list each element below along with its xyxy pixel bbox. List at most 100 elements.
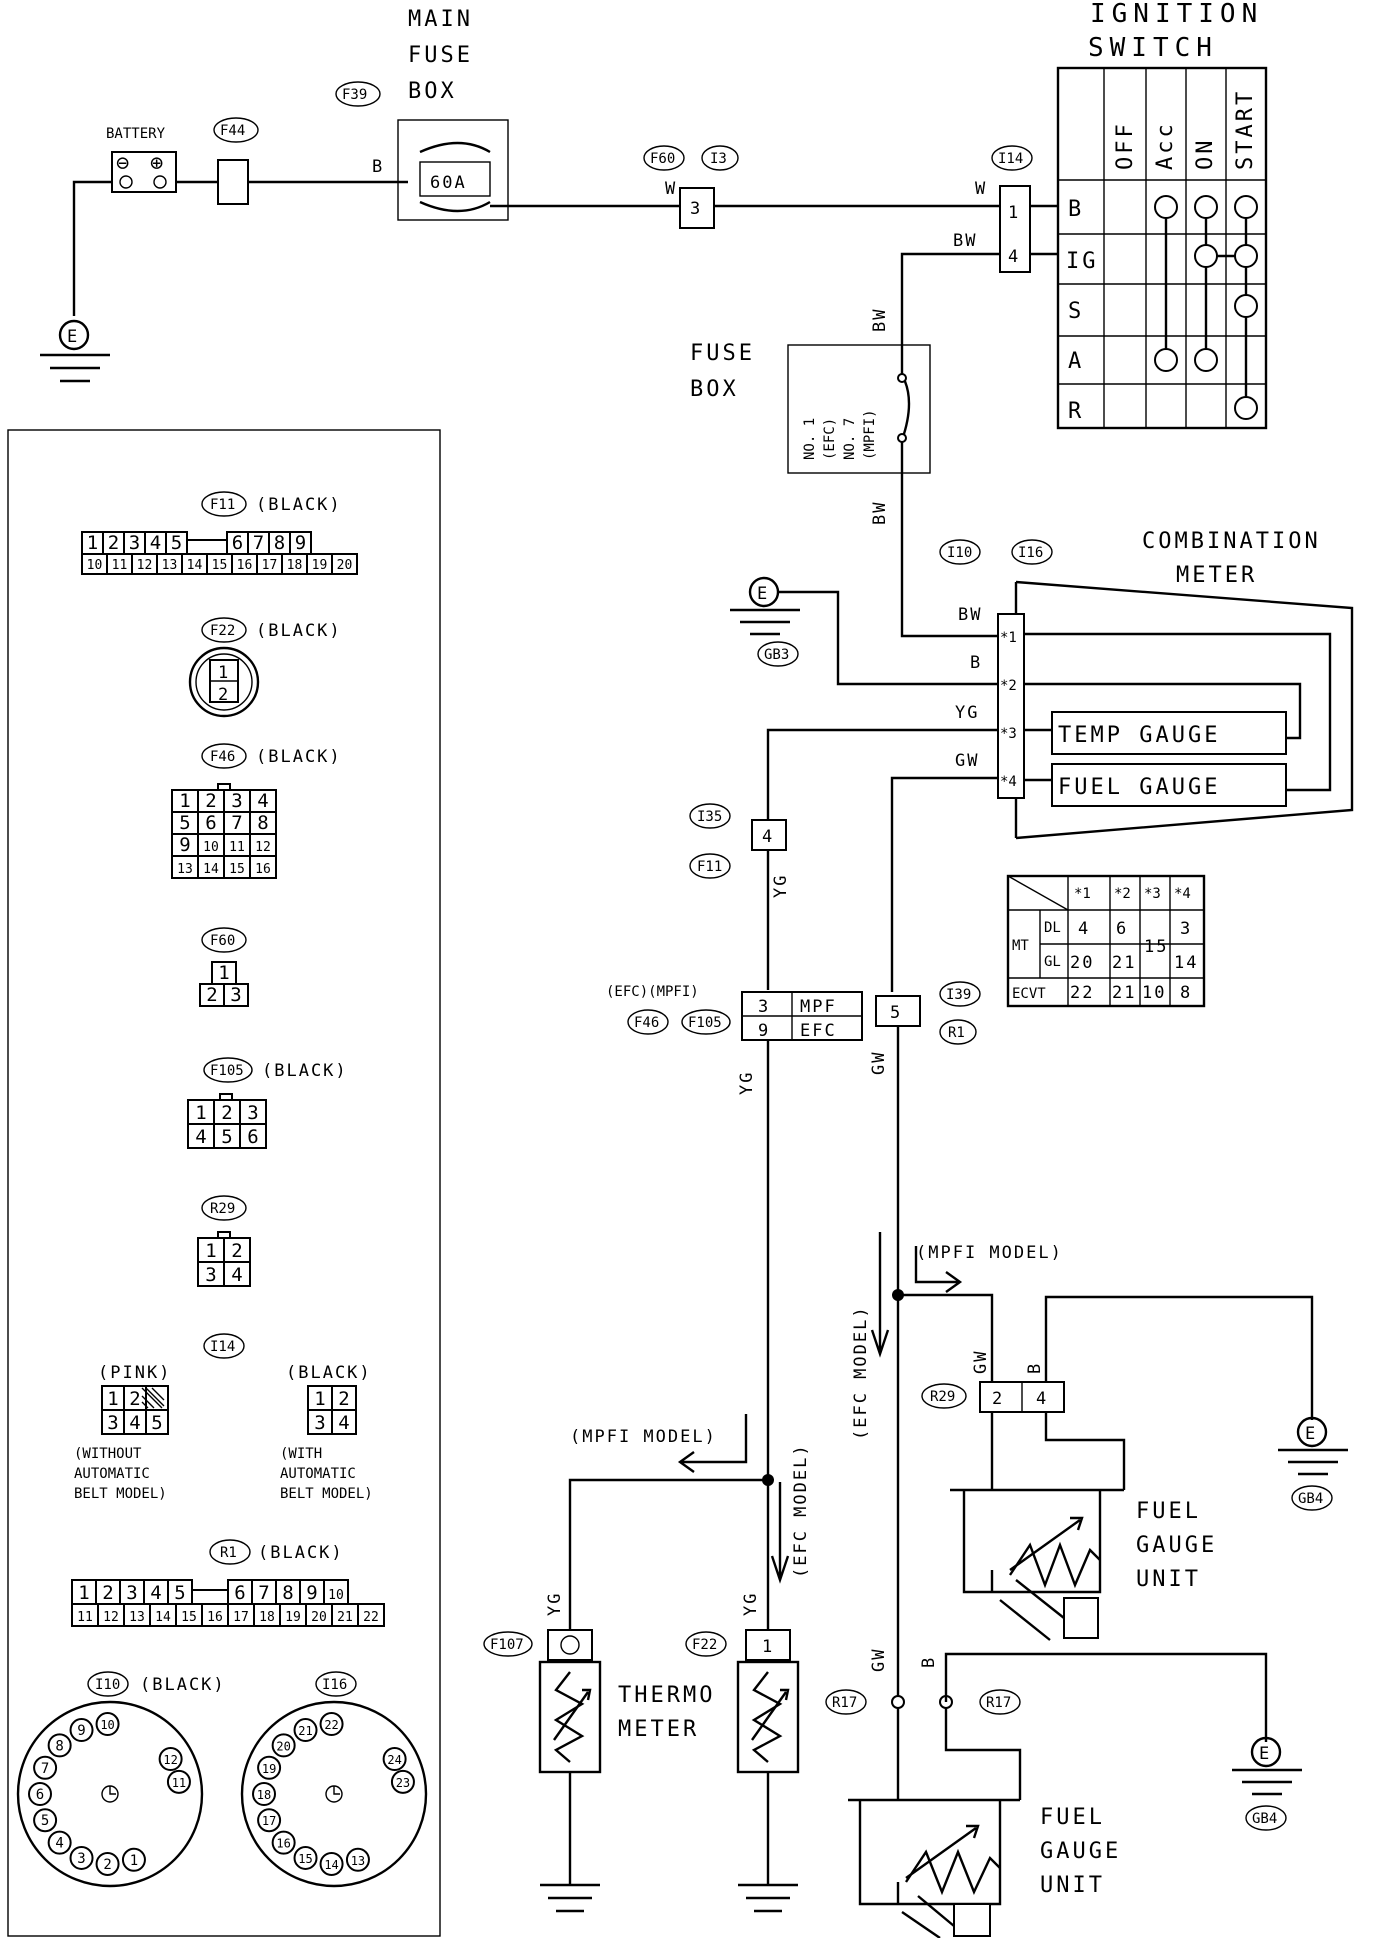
pin-label: 2 — [103, 1857, 111, 1873]
pin-label: 3 — [126, 1582, 137, 1604]
svg-text:22: 22 — [1070, 983, 1094, 1003]
svg-text:IG: IG — [1066, 249, 1099, 274]
fuel-gauge-unit-mpfi: FUEL GAUGE UNIT — [950, 1412, 1214, 1641]
svg-text:10: 10 — [1142, 983, 1166, 1003]
svg-text:F39: F39 — [342, 87, 367, 103]
pin-label: 19 — [312, 558, 328, 573]
svg-text:6: 6 — [1116, 919, 1128, 939]
svg-text:YG: YG — [771, 874, 791, 898]
svg-text:I16: I16 — [322, 1677, 347, 1693]
svg-text:F11: F11 — [210, 497, 235, 513]
thermo-sender-efc — [736, 1660, 800, 1913]
svg-text:BOX: BOX — [690, 377, 739, 402]
svg-text:*2: *2 — [1000, 678, 1017, 694]
svg-text:F11: F11 — [697, 859, 722, 875]
pin-label: 21 — [298, 1724, 312, 1738]
pin-label: 11 — [229, 840, 245, 855]
pin-label: 16 — [207, 1610, 223, 1625]
pin-label: 3 — [107, 1412, 118, 1434]
pin-label: 7 — [231, 812, 242, 834]
svg-text:(EFC MODEL): (EFC MODEL) — [851, 1305, 871, 1440]
svg-text:(BLACK): (BLACK) — [256, 747, 342, 767]
pin-label: 6 — [247, 1126, 258, 1148]
pin-label: 6 — [36, 1787, 44, 1803]
pin-label: 1 — [218, 962, 229, 984]
pin-label: 2 — [206, 984, 217, 1006]
connector-f107: F107 — [483, 1629, 593, 1661]
svg-text:4: 4 — [762, 827, 774, 847]
pin-label: 14 — [324, 1858, 338, 1872]
svg-text:21: 21 — [1112, 983, 1136, 1003]
pin-label: 21 — [337, 1610, 353, 1625]
pin-label: 12 — [255, 840, 271, 855]
svg-text:METER: METER — [618, 1717, 699, 1742]
svg-text:15: 15 — [1144, 937, 1168, 957]
svg-text:W: W — [975, 179, 987, 199]
svg-text:GW: GW — [971, 1350, 991, 1374]
pin-label: 5 — [179, 812, 190, 834]
svg-text:R29: R29 — [930, 1389, 955, 1405]
connector-legend-frame — [7, 429, 441, 1937]
svg-text:4: 4 — [1078, 919, 1090, 939]
connector-i14: I14 1 4 — [991, 145, 1058, 273]
svg-text:*3: *3 — [1144, 886, 1161, 902]
svg-text:I3: I3 — [710, 151, 727, 167]
pin-label: 3 — [77, 1851, 85, 1867]
battery-label: BATTERY — [106, 126, 166, 142]
pin-label: 11 — [112, 558, 128, 573]
pin-table: *1 *2 *3 *4 MT DL GL 4 6 15 3 20 21 14 E… — [1006, 874, 1206, 1008]
svg-text:FUSE: FUSE — [690, 341, 755, 366]
svg-text:TEMP GAUGE: TEMP GAUGE — [1058, 723, 1220, 748]
svg-text:5: 5 — [890, 1003, 902, 1023]
svg-text:(PINK): (PINK) — [98, 1363, 171, 1383]
pin-label: 2 — [102, 1582, 113, 1604]
svg-text:I35: I35 — [697, 809, 722, 825]
svg-text:BW: BW — [870, 308, 890, 332]
pin-label: 20 — [337, 558, 353, 573]
pin-label: 9 — [179, 834, 190, 856]
svg-text:3: 3 — [1180, 919, 1192, 939]
pin-label: 12 — [137, 558, 153, 573]
svg-text:9: 9 — [758, 1021, 770, 1041]
pin-label: 3 — [230, 984, 241, 1006]
ground-gb4-bottom: E GB4 — [1232, 1736, 1302, 1831]
pin-label: 7 — [41, 1761, 49, 1777]
svg-text:YG: YG — [737, 1071, 757, 1095]
pin-label: 13 — [162, 558, 178, 573]
pin-label: 7 — [258, 1582, 269, 1604]
svg-text:I14: I14 — [210, 1339, 235, 1355]
svg-text:*2: *2 — [1114, 886, 1131, 902]
combination-meter: COMBINATION METER I10 I16 *1 *2 *3 *4 BW… — [939, 529, 1354, 840]
pin-label: 13 — [351, 1854, 365, 1868]
pin-label: 14 — [187, 558, 203, 573]
pin-label: 6 — [234, 1582, 245, 1604]
svg-text:(BLACK): (BLACK) — [258, 1543, 344, 1563]
svg-text:(MPFI): (MPFI) — [862, 409, 878, 460]
pin-label: 3 — [314, 1412, 325, 1434]
svg-text:(WITH: (WITH — [280, 1446, 322, 1462]
svg-text:I10: I10 — [95, 1677, 120, 1693]
pin-label: 2 — [205, 790, 216, 812]
fuel-gauge-unit-efc: FUEL GAUGE UNIT — [848, 1708, 1118, 1938]
svg-text:2: 2 — [218, 685, 230, 705]
ground-symbol: E — [40, 319, 110, 383]
pin-label: 9 — [295, 532, 306, 554]
svg-text:A: A — [1068, 349, 1084, 374]
svg-text:(MPFI MODEL): (MPFI MODEL) — [916, 1243, 1063, 1263]
svg-text:(EFC)(MPFI): (EFC)(MPFI) — [606, 984, 699, 1000]
svg-text:*1: *1 — [1000, 630, 1017, 646]
fuse-f44: F44 — [213, 117, 259, 205]
svg-text:8: 8 — [1180, 983, 1192, 1003]
pin-label: 12 — [103, 1610, 119, 1625]
svg-text:*3: *3 — [1000, 726, 1017, 742]
pin-label: 10 — [328, 1588, 344, 1603]
pin-label: 23 — [396, 1776, 410, 1790]
svg-text:*4: *4 — [1000, 774, 1017, 790]
svg-text:W: W — [665, 179, 677, 199]
connector-f22: F22 1 — [685, 1629, 791, 1661]
pin-label: 5 — [171, 532, 182, 554]
pin-label: 4 — [257, 790, 268, 812]
svg-text:NO. 1: NO. 1 — [802, 418, 818, 460]
